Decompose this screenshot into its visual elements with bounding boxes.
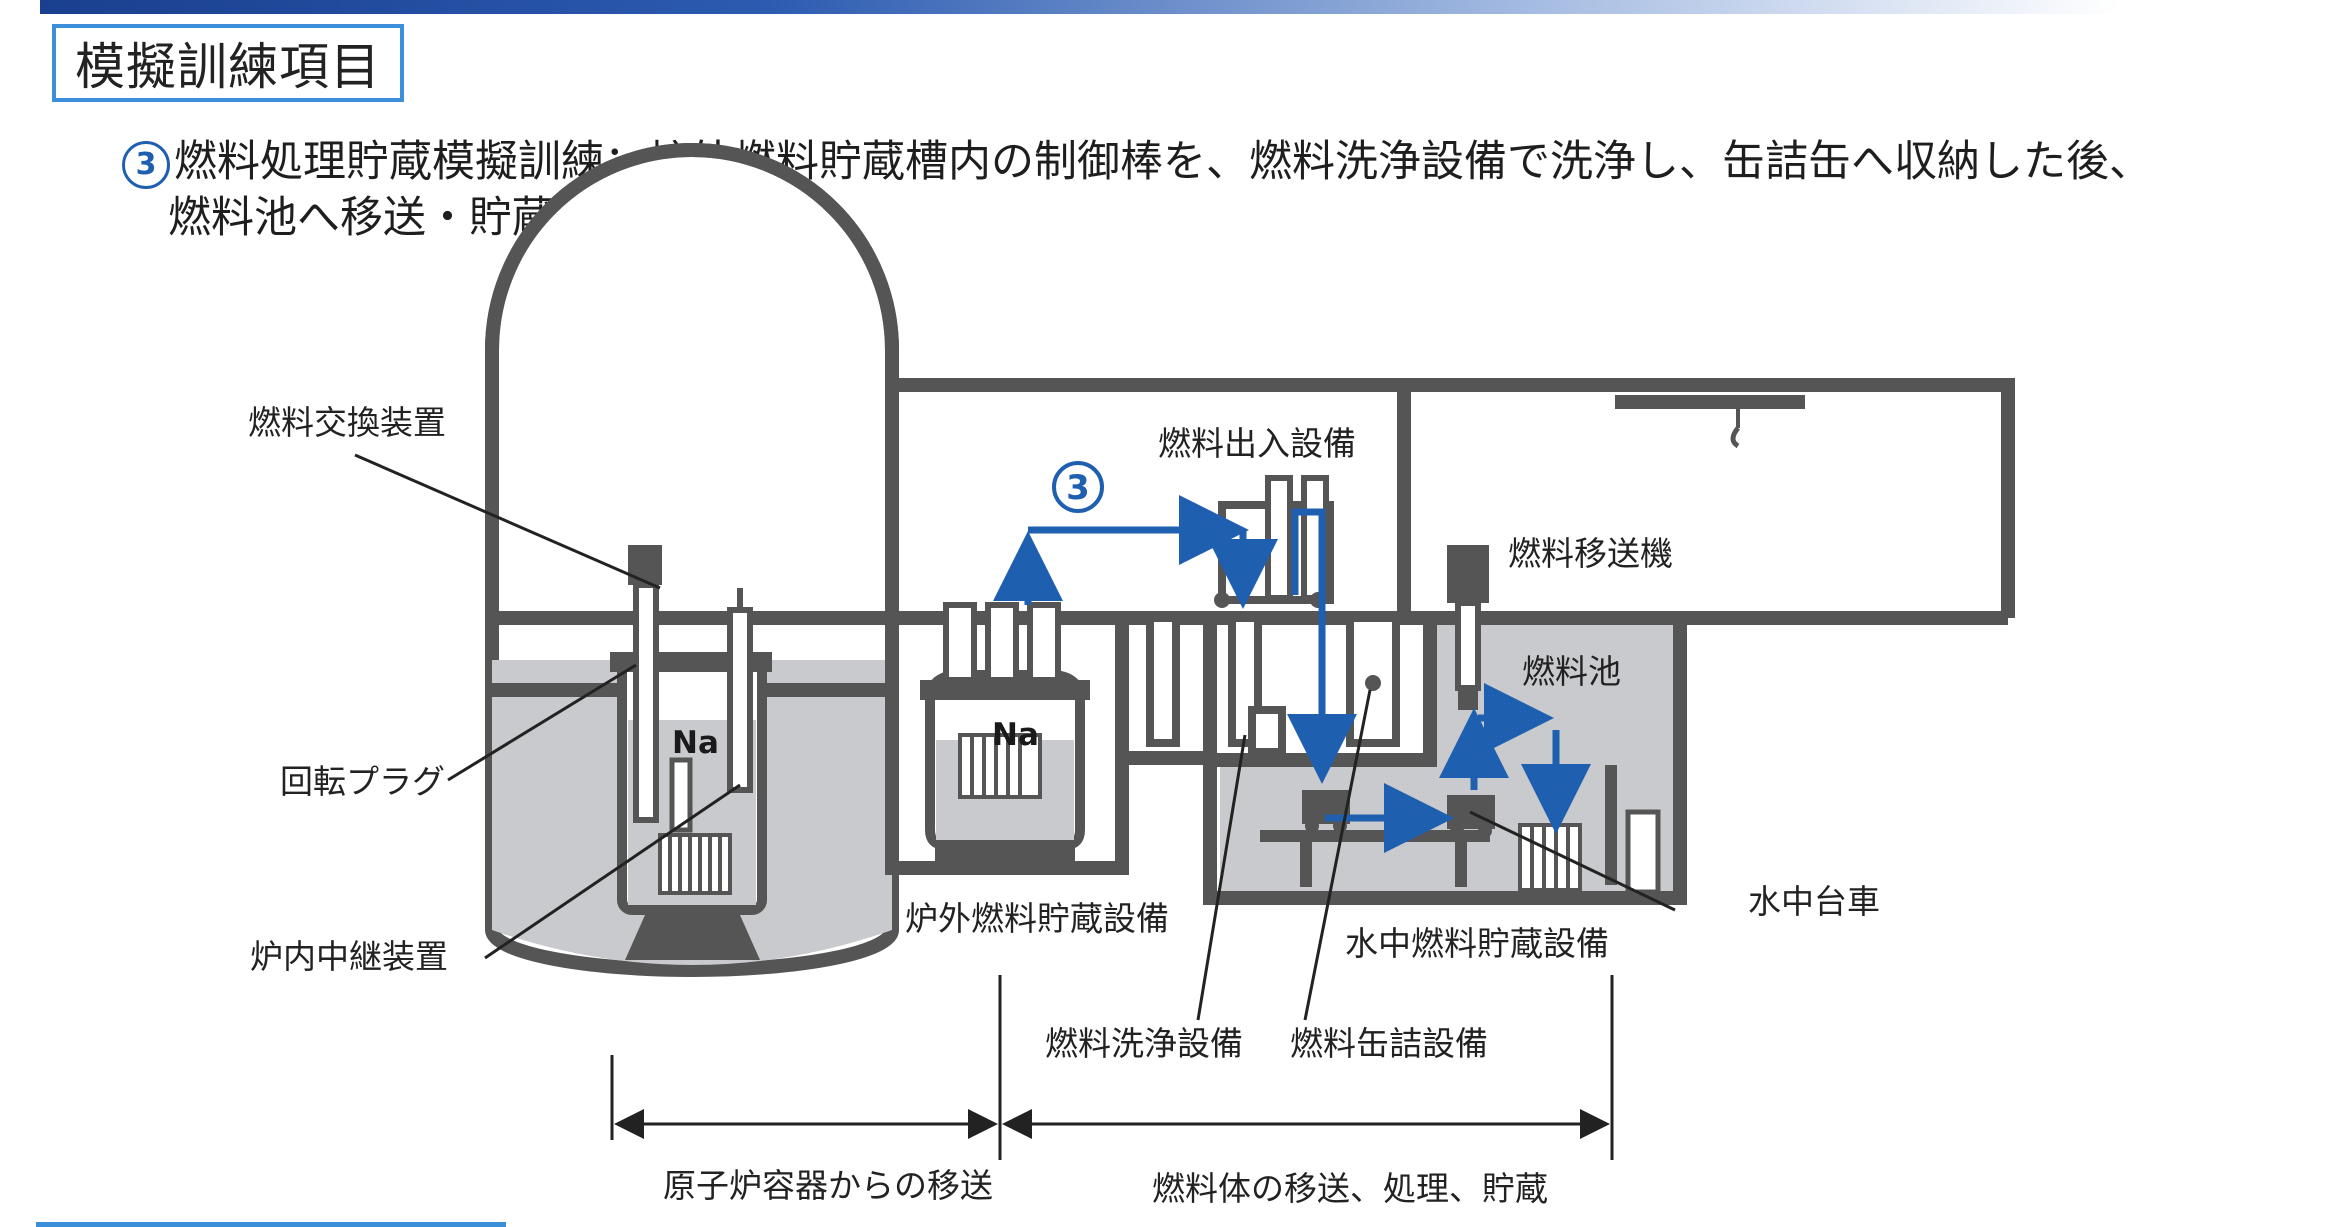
na-label-storage: Na	[992, 717, 1039, 753]
page-title-text: 模擬訓練項目	[75, 38, 381, 96]
span-label-right: 燃料体の移送、処理、貯蔵	[1152, 1169, 1548, 1208]
fuel-inout-equipment	[1214, 475, 1334, 608]
reactor-core	[658, 833, 732, 895]
top-accent-bar	[40, 0, 2120, 14]
route-number-circle	[1052, 461, 1104, 513]
label-ex-vessel-storage: 炉外燃料貯蔵設備	[905, 899, 1169, 938]
page-title: 模擬訓練項目	[52, 24, 404, 102]
transfer-route	[993, 495, 1591, 853]
ex-vessel-storage-tank: Na	[920, 602, 1090, 865]
label-fuel-transfer-machine: 燃料移送機	[1508, 534, 1673, 573]
overhead-crane	[1615, 395, 1805, 449]
step-number-badge: 3	[122, 141, 170, 189]
route-number: 3	[1066, 468, 1090, 508]
span-label-left: 原子炉容器からの移送	[663, 1166, 993, 1205]
na-label-reactor: Na	[672, 725, 719, 761]
dimension-spans	[610, 975, 1614, 1160]
label-fuel-exchange: 燃料交換装置	[248, 403, 446, 442]
description-line-2: 燃料池へ移送・貯蔵	[122, 190, 2242, 246]
label-fuel-pool: 燃料池	[1522, 652, 1621, 691]
description-text-2: 燃料池へ移送・貯蔵	[168, 193, 555, 243]
label-fuel-canning: 燃料缶詰設備	[1290, 1024, 1488, 1063]
label-in-core-relay: 炉内中継装置	[250, 937, 448, 976]
storage-wells	[1146, 614, 1400, 756]
fuel-transfer-machine	[1447, 545, 1489, 710]
bottom-accent-bar	[36, 1222, 506, 1227]
label-rotating-plug: 回転プラグ	[280, 762, 445, 801]
leader-lines	[354, 453, 1676, 1021]
description-text-1: 燃料処理貯蔵模擬訓練：炉外燃料貯蔵槽内の制御棒を、燃料洗浄設備で洗浄し、缶詰缶へ…	[174, 137, 2152, 187]
label-underwater-storage: 水中燃料貯蔵設備	[1345, 924, 1609, 963]
label-fuel-washing: 燃料洗浄設備	[1045, 1024, 1243, 1063]
reactor-containment	[485, 143, 899, 977]
label-underwater-cart: 水中台車	[1748, 882, 1880, 921]
label-fuel-inout: 燃料出入設備	[1158, 424, 1356, 463]
reactor-vessel: Na	[610, 545, 772, 960]
